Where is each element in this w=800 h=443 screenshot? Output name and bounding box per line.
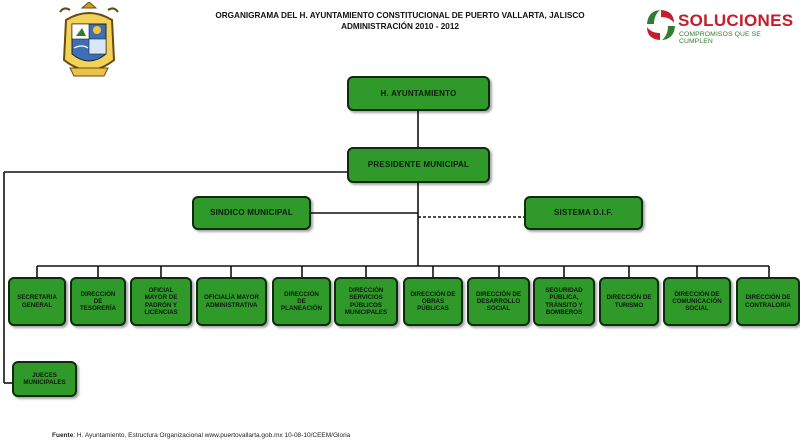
node-seguridad-publica: SEGURIDAD PÚBLICA, TRÁNSITO Y BOMBEROS xyxy=(533,277,595,326)
node-oficialia-mayor-administrativa: OFICIALÍA MAYOR ADMINISTRATIVA xyxy=(196,277,267,326)
footer-text: : H. Ayuntamiento, Estructura Organizaci… xyxy=(73,432,351,439)
node-presidente-municipal: PRESIDENTE MUNICIPAL xyxy=(347,147,490,183)
node-h-ayuntamiento: H. AYUNTAMIENTO xyxy=(347,76,490,111)
source-footer: Fuente: H. Ayuntamiento, Estructura Orga… xyxy=(52,432,350,439)
node-direccion-turismo: DIRECCIÓN DE TURISMO xyxy=(599,277,659,326)
node-direccion-planeacion: DIRECCIÓN DE PLANEACIÓN xyxy=(272,277,331,326)
title-line-2: ADMINISTRACIÓN 2010 - 2012 xyxy=(341,21,459,31)
node-oficial-mayor-padron: OFICIAL MAYOR DE PADRÓN Y LICENCIAS xyxy=(130,277,192,326)
soluciones-swirl-icon xyxy=(647,10,675,40)
node-direccion-tesoreria: DIRECCIÓN DE TESORERÍA xyxy=(70,277,126,326)
footer-label: Fuente xyxy=(52,432,74,439)
node-sistema-dif: SISTEMA D.I.F. xyxy=(524,196,643,230)
brand-tagline: COMPROMISOS QUE SE CUMPLEN xyxy=(679,31,761,45)
node-sindico-municipal: SINDICO MUNICIPAL xyxy=(192,196,311,230)
page-title: ORGANIGRAMA DEL H. AYUNTAMIENTO CONSTITU… xyxy=(150,11,650,32)
node-servicios-publicos: DIRECCIÓN SERVICIOS PÚBLICOS MUNICIPALES xyxy=(334,277,398,326)
coat-of-arms-logo xyxy=(59,2,119,77)
node-jueces-municipales: JUECES MUNICIPALES xyxy=(12,361,77,397)
node-secretaria-general: SECRETARIA GENERAL xyxy=(8,277,66,326)
soluciones-logo: SOLUCIONES COMPROMISOS QUE SE CUMPLEN xyxy=(644,7,794,47)
brand-name: SOLUCIONES xyxy=(678,11,794,30)
node-desarrollo-social: DIRECCIÓN DE DESARROLLO SOCIAL xyxy=(467,277,530,326)
title-line-1: ORGANIGRAMA DEL H. AYUNTAMIENTO CONSTITU… xyxy=(215,11,585,20)
node-comunicacion-social: DIRECCIÓN DE COMUNICACIÓN SOCIAL xyxy=(663,277,731,326)
node-obras-publicas: DIRECCIÓN DE OBRAS PÚBLICAS xyxy=(403,277,463,326)
node-contraloria: DIRECCIÓN DE CONTRALORÍA xyxy=(736,277,800,326)
